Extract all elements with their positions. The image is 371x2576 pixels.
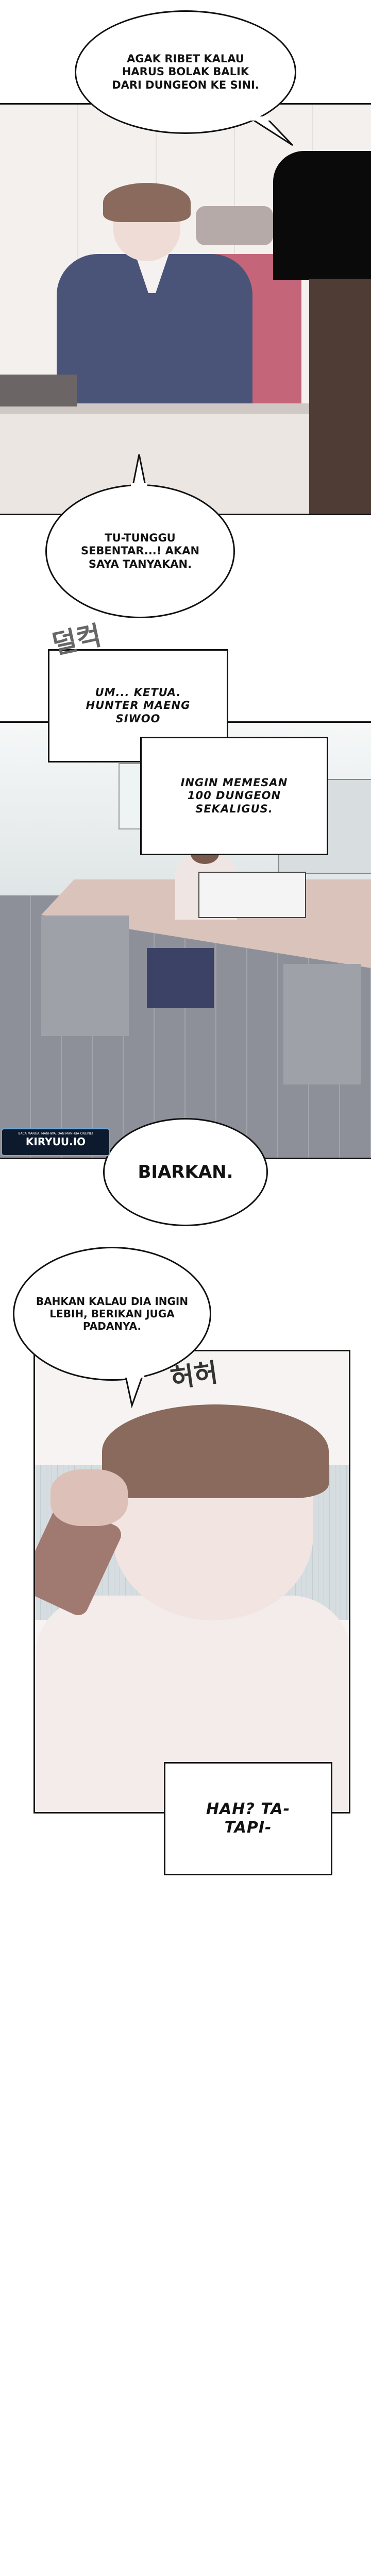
hand: [50, 1469, 128, 1526]
bubble-tail: [249, 116, 294, 146]
bubble-text: TU-TUNGGU SEBENTAR...! AKAN SAYA TANYAKA…: [80, 532, 200, 570]
bubble-tail: [131, 454, 147, 488]
bubble-text: AGAK RIBET KALAU HARUS BOLAK BALIK DARI …: [112, 53, 259, 91]
man-legs: [147, 948, 214, 1008]
bubble-text: INGIN MEMESAN 100 DUNGEON SEKALIGUS.: [180, 776, 288, 815]
panel-closeup: [33, 1350, 350, 1814]
desk-leg-left: [41, 916, 129, 1036]
speech-bubble: BIARKAN.: [103, 1118, 268, 1226]
watermark-brand: KIRYUU.IO: [25, 1136, 86, 1148]
speech-box: INGIN MEMESAN 100 DUNGEON SEKALIGUS.: [140, 737, 328, 855]
bubble-text: UM... KETUA. HUNTER MAENG SIWOO: [86, 686, 191, 725]
bubble-tail: [124, 1374, 144, 1409]
dark-figure-arm: [309, 279, 371, 514]
bubble-text: BAHKAN KALAU DIA INGIN LEBIH, BERIKAN JU…: [36, 1295, 189, 1332]
speech-bubble: TU-TUNGGU SEBENTAR...! AKAN SAYA TANYAKA…: [45, 484, 235, 618]
woman-hair: [103, 183, 191, 222]
chair-headrest: [196, 206, 273, 245]
bubble-text: BIARKAN.: [138, 1161, 233, 1182]
speech-bubble: AGAK RIBET KALAU HARUS BOLAK BALIK DARI …: [75, 10, 296, 134]
dark-figure: [273, 151, 371, 280]
speech-box: HAH? TA-TAPI-: [164, 1762, 332, 1875]
sfx-text: 허허: [168, 1357, 220, 1394]
desk-leg-right: [283, 964, 361, 1084]
panel-reception: [0, 103, 371, 515]
watermark-tagline: BACA MANGA, MANHWA, DAN MANHUA ONLINE!: [18, 1132, 93, 1136]
kiryuu-watermark-logo: BACA MANGA, MANHWA, DAN MANHUA ONLINE! K…: [1, 1128, 110, 1156]
speech-bubble: BAHKAN KALAU DIA INGIN LEBIH, BERIKAN JU…: [13, 1247, 211, 1381]
phone: [0, 375, 77, 406]
man-hair: [102, 1404, 329, 1498]
monitor: [198, 872, 306, 918]
bubble-text: HAH? TA-TAPI-: [206, 1800, 291, 1837]
